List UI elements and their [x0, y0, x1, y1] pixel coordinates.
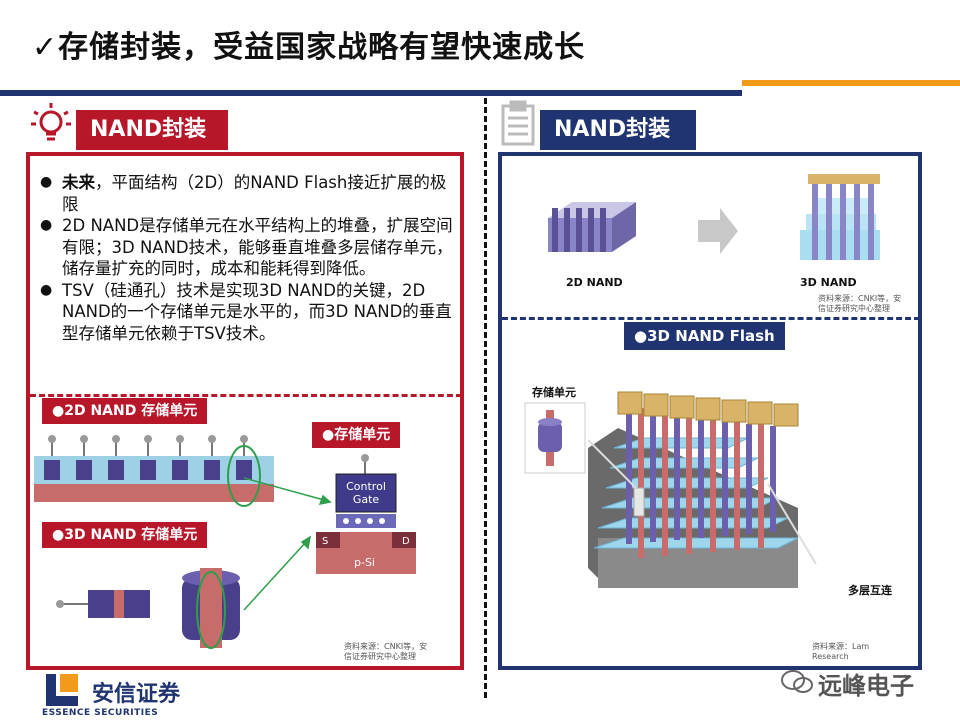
nand-3d-cell-diagram [56, 568, 240, 649]
right-top-source-line1: 资料来源：CNKI等，安 [818, 294, 902, 303]
company-name-cn: 安信证券 [92, 682, 181, 707]
watermark-text: 远峰电子 [818, 672, 914, 700]
bullet-text: TSV（硅通孔）技术是实现3D NAND的关键，2D NAND的一个存储单元是水… [62, 280, 452, 343]
psi-label: p-Si [354, 556, 375, 569]
bullet-dot-icon: ● [40, 281, 53, 298]
company-name-en: ESSENCE SECURITIES [42, 708, 159, 718]
label-3d-nand-flash: ●3D NAND Flash [624, 322, 785, 350]
page-title: ✓存储封装，受益国家战略有望快速成长 [32, 30, 586, 65]
right-bottom-source-note: 资料来源：Lam Research [812, 642, 869, 662]
drain-label: D [402, 536, 410, 547]
nand-2d-block-diagram [548, 202, 636, 252]
left-source-note: 资料来源：CNKI等，安 信证券研究中心整理 [344, 642, 427, 662]
right-top-source-note: 资料来源：CNKI等，安 信证券研究中心整理 [818, 294, 901, 314]
storage-cell-cross-section [316, 454, 416, 574]
bullet-text: 2D NAND是存储单元在水平结构上的堆叠，扩展空间有限；3D NAND技术，能… [62, 216, 453, 278]
bullet-list: ● 未来，平面结构（2D）的NAND Flash接近扩展的极限 ● 2D NAN… [40, 172, 460, 344]
label-3d-nand-cell: ●3D NAND 存储单元 [42, 522, 208, 548]
label-2d-nand-cell: ●2D NAND 存储单元 [42, 398, 208, 424]
green-arrows [243, 477, 332, 611]
right-panel [498, 152, 922, 670]
source-label: S [322, 536, 329, 547]
right-bottom-source-line1: 资料来源：Lam [812, 642, 870, 651]
multilayer-interconnect-label: 多层互连 [848, 584, 892, 597]
left-panel [26, 152, 464, 670]
left-section-tag: NAND封装 [76, 110, 228, 150]
right-bottom-source-line2: Research [812, 652, 849, 661]
wechat-icon [781, 670, 813, 693]
right-top-source-line2: 信证券研究中心整理 [818, 304, 890, 313]
control-gate-line1: Control [346, 480, 386, 493]
bullet-dot-icon: ● [40, 174, 53, 190]
arrow-right-icon [698, 208, 738, 254]
title-underline-orange [742, 80, 960, 86]
bullet-dot-icon: ● [40, 217, 53, 233]
caption-3d-nand: 3D NAND [800, 276, 857, 289]
essence-logo-icon [46, 674, 78, 706]
storage-cell-label: 存储单元 [532, 386, 576, 399]
control-gate-label: Control Gate [336, 480, 396, 506]
bullet-item: ● 未来，平面结构（2D）的NAND Flash接近扩展的极限 [40, 172, 460, 215]
bullet-bold: 未来 [62, 173, 95, 192]
nand-2d-strip-diagram [34, 435, 274, 507]
right-panel-divider [502, 317, 920, 320]
center-divider [484, 98, 487, 698]
bullet-item: ● TSV（硅通孔）技术是实现3D NAND的关键，2D NAND的一个存储单元… [40, 280, 460, 345]
control-gate-line2: Gate [352, 493, 380, 506]
left-source-line2: 信证券研究中心整理 [344, 652, 416, 661]
nand-3d-flash-diagram [588, 391, 817, 588]
bullet-item: ● 2D NAND是存储单元在水平结构上的堆叠，扩展空间有限；3D NAND技术… [40, 215, 460, 280]
storage-cell-inset [524, 402, 586, 474]
caption-2d-nand: 2D NAND [566, 276, 623, 289]
nand-3d-block-diagram [800, 174, 880, 260]
lightbulb-icon [31, 103, 71, 141]
label-storage-cell: ●存储单元 [312, 422, 401, 448]
title-underline-navy [0, 90, 742, 96]
left-source-line1: 资料来源：CNKI等，安 [344, 642, 428, 651]
clipboard-icon [501, 100, 535, 146]
left-panel-divider [30, 394, 462, 397]
right-section-tag: NAND封装 [540, 110, 696, 150]
bullet-text: ，平面结构（2D）的NAND Flash接近扩展的极限 [62, 173, 447, 214]
